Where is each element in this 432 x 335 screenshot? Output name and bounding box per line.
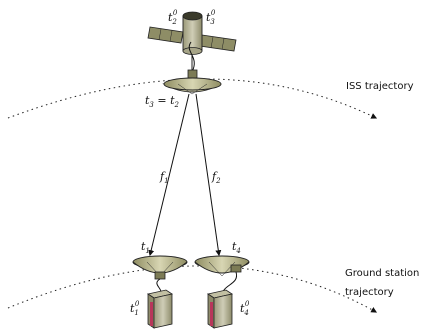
signal-f1-label: f1 [159, 170, 169, 185]
satellite-clock-label-t2: t20 [168, 9, 178, 26]
signal-f2-line [195, 93, 222, 257]
iss-time-label: t3 = t2 [145, 94, 180, 109]
satellite-icon [147, 11, 237, 70]
ground-antenna-1-icon [132, 255, 188, 280]
ground-clock-label-4: t40 [240, 300, 250, 317]
signal-f1-line [148, 93, 190, 257]
ground-clock-1-icon [146, 289, 174, 329]
ground-trajectory-label-line1: Ground station [345, 268, 419, 279]
ground-trajectory-label-line2: trajectory [345, 287, 394, 298]
ground-clock-label-1: t10 [130, 300, 140, 317]
ground-antenna-2-icon [194, 255, 250, 277]
ground-time-label-t4: t4 [232, 240, 241, 255]
iss-antenna-icon [162, 69, 222, 95]
satellite-cable [188, 41, 195, 73]
ground-time-label-t1: t1 [141, 240, 150, 255]
iss-trajectory-label: ISS trajectory [346, 81, 414, 92]
ground-trajectory-arc [7, 265, 378, 313]
satellite-clock-label-t3: t30 [206, 9, 216, 26]
ground-clock-4-icon [206, 289, 234, 329]
signal-f2-label: f2 [211, 170, 221, 185]
